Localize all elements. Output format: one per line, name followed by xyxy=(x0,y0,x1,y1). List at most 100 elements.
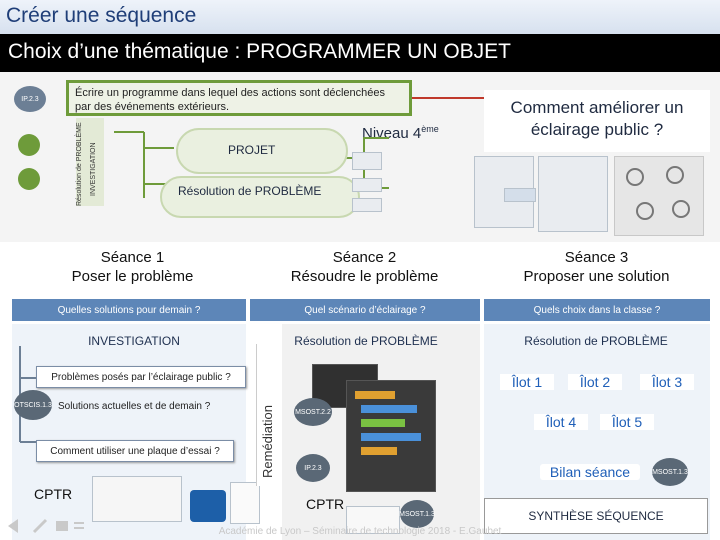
island-2-text: Îlot 2 xyxy=(579,374,611,390)
resolution-label: Résolution de PROBLÈME xyxy=(178,184,321,198)
mindmap-thumbnail xyxy=(504,188,536,202)
island-4: Îlot 4 xyxy=(534,414,588,430)
seance-3-heading: Séance 3 Proposer une solution xyxy=(484,248,709,286)
investigation-item: Solutions actuelles et de demain ? xyxy=(36,395,230,417)
vertical-label-investigation: INVESTIGATION xyxy=(90,142,97,196)
seance-2-question-text: Quel scénario d’éclairage ? xyxy=(304,304,426,316)
seance-3-method-text: Résolution de PROBLÈME xyxy=(524,334,668,348)
cptr-label-2: CPTR xyxy=(306,496,344,512)
seances-header xyxy=(0,246,720,296)
remediation-bar xyxy=(256,344,282,486)
vertical-label-resolution-text: Résolution de PROBLÈME xyxy=(76,122,83,206)
vertical-label-investigation-text: INVESTIGATION xyxy=(90,142,97,196)
msost-badge: MSOST.1.3 xyxy=(399,500,435,528)
text-thumbnail xyxy=(230,482,260,524)
seance-1-method: INVESTIGATION xyxy=(44,334,224,348)
projet-label: PROJET xyxy=(228,143,275,157)
ip-badge-text: IP.2.3 xyxy=(304,464,322,472)
resolution-label-text: Résolution de PROBLÈME xyxy=(178,184,322,198)
seance-2-method-text: Résolution de PROBLÈME xyxy=(294,334,438,348)
investigation-item-text: Solutions actuelles et de demain ? xyxy=(58,400,211,412)
driving-question-text: Comment améliorer un éclairage public ? xyxy=(510,98,684,139)
vertical-label-resolution: Résolution de PROBLÈME xyxy=(76,122,83,206)
seance-3-title: Séance 3 xyxy=(564,249,629,266)
seance-3-question-text: Quels choix dans la classe ? xyxy=(533,304,661,316)
synthese-text: SYNTHÈSE SÉQUENCE xyxy=(528,509,664,523)
seance-3-subtitle: Proposer une solution xyxy=(523,268,670,285)
objective-box: Écrire un programme dans lequel des acti… xyxy=(66,80,412,116)
mindmap-thumbnail xyxy=(352,198,382,212)
resolution-cloud xyxy=(160,176,360,218)
seance-1-question-text: Quelles solutions pour demain ? xyxy=(57,304,201,316)
msost-badge: MSOST.1.3 xyxy=(652,458,688,486)
screen-icon[interactable] xyxy=(56,521,68,531)
cptr-label-2-text: CPTR xyxy=(306,496,345,512)
slide-controls[interactable] xyxy=(4,516,88,536)
bilan-seance-text: Bilan séance xyxy=(549,464,631,480)
msost-badge: MSOST.2.2 xyxy=(294,398,332,426)
pixees-logo xyxy=(190,490,226,522)
island-4-text: Îlot 4 xyxy=(545,414,577,430)
seance-2-subtitle: Résoudre le problème xyxy=(290,268,439,285)
island-5: Îlot 5 xyxy=(600,414,654,430)
seance-1-title: Séance 1 xyxy=(100,249,165,266)
cptr-label-1-text: CPTR xyxy=(34,486,73,502)
projet-cloud xyxy=(176,128,348,174)
cptr-label-1: CPTR xyxy=(34,486,72,502)
seance-1-subtitle: Poser le problème xyxy=(71,268,194,285)
seance-3-question: Quels choix dans la classe ? xyxy=(484,299,710,321)
island-1: Îlot 1 xyxy=(500,374,554,390)
seance-2-title: Séance 2 xyxy=(332,249,397,266)
worksheet-thumbnail xyxy=(92,476,182,522)
remediation-text: Remédiation xyxy=(260,405,275,478)
investigation-item-text: Problèmes posés par l’éclairage public ? xyxy=(51,371,231,383)
seance-1-heading: Séance 1 Poser le problème xyxy=(20,248,245,286)
arrow-left-icon[interactable] xyxy=(8,519,18,533)
footer-credit-text: Académie de Lyon – Séminaire de technolo… xyxy=(218,526,502,537)
circle-node-icon xyxy=(18,168,40,190)
footer-credit: Académie de Lyon – Séminaire de technolo… xyxy=(200,526,520,537)
illustration-image xyxy=(614,156,704,236)
remediation-label: Remédiation xyxy=(260,405,275,478)
competence-badge-label: IP.2.3 xyxy=(21,95,39,103)
circle-node-icon xyxy=(18,134,40,156)
bilan-seance: Bilan séance xyxy=(540,464,640,480)
otscis-badge-text: OTSCIS.1.3 xyxy=(14,401,52,409)
seance-1-question: Quelles solutions pour demain ? xyxy=(12,299,246,321)
arrow-right-icon xyxy=(412,93,492,103)
seance-2-question: Quel scénario d’éclairage ? xyxy=(250,299,480,321)
seance-3-method: Résolution de PROBLÈME xyxy=(506,334,686,348)
bilan-badge-text: MSOST.1.3 xyxy=(652,468,688,476)
seance-2-method: Résolution de PROBLÈME xyxy=(282,334,450,348)
msost-badge-1-text: MSOST.2.2 xyxy=(295,408,331,416)
msost-badge-3-text: MSOST.1.3 xyxy=(399,510,435,518)
slide-title: Créer une séquence xyxy=(6,4,197,27)
island-3-text: Îlot 3 xyxy=(651,374,683,390)
code-blocks-icon xyxy=(355,391,421,455)
program-screenshot xyxy=(346,380,436,492)
slide-subtitle: Choix d’une thématique : PROGRAMMER UN O… xyxy=(8,40,511,63)
seance-2-heading: Séance 2 Résoudre le problème xyxy=(252,248,477,286)
competence-badge: IP.2.3 xyxy=(14,86,46,112)
objective-text: Écrire un programme dans lequel des acti… xyxy=(75,87,386,113)
menu-icon[interactable] xyxy=(74,522,84,529)
schedule-thumbnail xyxy=(346,506,400,534)
otscis-badge: OTSCIS.1.3 xyxy=(14,390,52,420)
projet-label-text: PROJET xyxy=(228,143,276,157)
pen-icon[interactable] xyxy=(32,518,48,534)
island-2: Îlot 2 xyxy=(568,374,622,390)
left-vertical-bar xyxy=(76,118,104,206)
subtitle-bar: Choix d’une thématique : PROGRAMMER UN O… xyxy=(0,34,720,72)
island-5-text: Îlot 5 xyxy=(611,414,643,430)
driving-question: Comment améliorer un éclairage public ? xyxy=(484,90,710,152)
level-sup: ème xyxy=(421,124,439,134)
mindmap-thumbnail xyxy=(352,178,382,192)
mindmap-panel xyxy=(538,156,608,232)
investigation-item: Comment utiliser une plaque d’essai ? xyxy=(36,440,234,462)
seance-1-method-text: INVESTIGATION xyxy=(88,334,180,348)
synthese-box: SYNTHÈSE SÉQUENCE xyxy=(484,498,708,534)
title-bar: Créer une séquence xyxy=(0,0,720,34)
island-1-text: Îlot 1 xyxy=(511,374,543,390)
island-3: Îlot 3 xyxy=(640,374,694,390)
lightbulb-icon xyxy=(626,166,690,220)
